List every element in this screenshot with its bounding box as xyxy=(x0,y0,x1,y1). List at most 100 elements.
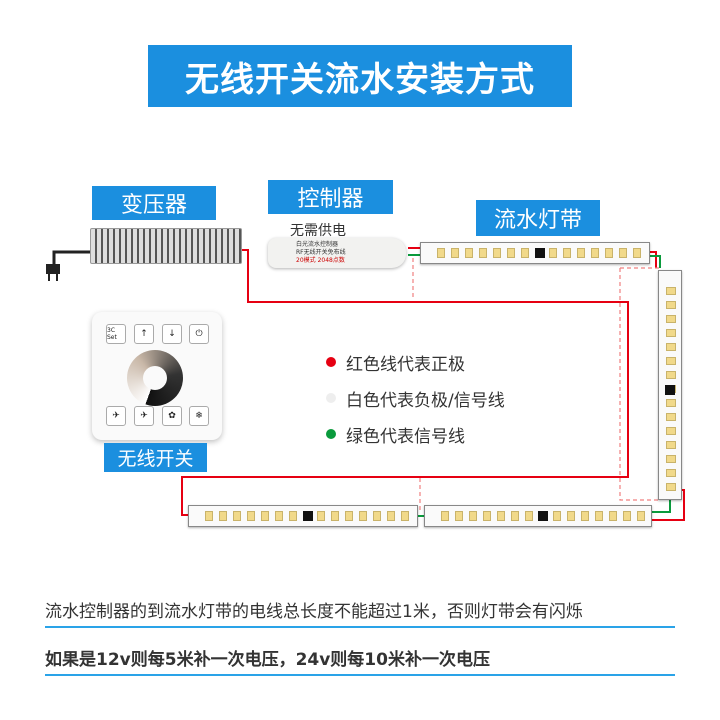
controller-note: 无需供电 xyxy=(290,223,346,239)
switch-label: 无线开关 xyxy=(104,443,207,472)
led-chip xyxy=(469,511,477,521)
led-chip xyxy=(666,427,676,435)
dimmer-wheel[interactable] xyxy=(127,350,183,406)
led-chip xyxy=(507,248,515,258)
green-wire-strip xyxy=(648,255,661,268)
note-1: 流水控制器的到流水灯带的电线总长度不能超过1米，否则灯带会有闪烁 xyxy=(45,602,583,622)
led-chip xyxy=(261,511,269,521)
controller-text: 20模式 xyxy=(296,257,316,264)
led-chip xyxy=(233,511,241,521)
led-chip xyxy=(633,248,641,258)
speed-up-icon[interactable]: ✈ xyxy=(106,406,126,426)
led-strip-bottom-left xyxy=(188,505,418,527)
led-chip xyxy=(465,248,473,258)
led-strip-top xyxy=(420,242,650,264)
led-chip xyxy=(666,455,676,463)
led-chip xyxy=(623,511,631,521)
red-wire-bottom xyxy=(650,489,685,521)
led-chip xyxy=(483,511,491,521)
led-chip xyxy=(666,287,676,295)
led-chip xyxy=(247,511,255,521)
led-chip xyxy=(525,511,533,521)
led-chip xyxy=(595,511,603,521)
led-strip-right xyxy=(658,270,682,500)
controller-label: 控制器 xyxy=(268,180,393,214)
led-chip xyxy=(666,469,676,477)
dashed-wire xyxy=(619,268,658,501)
controller-text: RF无线开关免布线 xyxy=(296,249,346,256)
divider xyxy=(45,674,675,676)
led-chip xyxy=(591,248,599,258)
note-2: 如果是12v则每5米补一次电压，24v则每10米补一次电压 xyxy=(45,650,490,670)
legend-item: 红色线代表正极 xyxy=(326,344,505,380)
legend-text: 红色线代表正极 xyxy=(346,354,465,375)
legend-text: 白色代表负极/信号线 xyxy=(346,390,505,411)
led-chip xyxy=(317,511,325,521)
snowflake-icon[interactable]: ❄ xyxy=(189,406,209,426)
divider xyxy=(45,626,675,628)
led-chip xyxy=(373,511,381,521)
led-chip xyxy=(563,248,571,258)
transformer-image xyxy=(90,228,242,264)
controller-device: 白光流水控制器 RF无线开关免布线 20模式 2048点数 xyxy=(268,238,406,268)
led-chip xyxy=(401,511,409,521)
ic-chip xyxy=(303,511,313,521)
led-chip xyxy=(666,301,676,309)
led-chip xyxy=(331,511,339,521)
led-chip xyxy=(493,248,501,258)
led-chip xyxy=(666,371,676,379)
controller-text: 白光流水控制器 xyxy=(296,241,339,248)
led-chip xyxy=(666,483,676,491)
led-chip xyxy=(609,511,617,521)
mode-icon[interactable]: ✿ xyxy=(162,406,182,426)
led-chip xyxy=(666,441,676,449)
led-strip-bottom-right xyxy=(424,505,652,527)
led-chip xyxy=(567,511,575,521)
legend-item: 白色代表负极/信号线 xyxy=(326,380,505,416)
led-chip xyxy=(666,413,676,421)
led-chip xyxy=(497,511,505,521)
led-chip xyxy=(451,248,459,258)
strip-label: 流水灯带 xyxy=(476,200,600,236)
led-chip xyxy=(289,511,297,521)
set-button[interactable]: 3C Set xyxy=(106,324,126,344)
led-chip xyxy=(511,511,519,521)
led-chip xyxy=(437,248,445,258)
ic-chip xyxy=(535,248,545,258)
led-chip xyxy=(581,511,589,521)
led-chip xyxy=(637,511,645,521)
down-arrow-icon[interactable]: ↓ xyxy=(162,324,182,344)
led-chip xyxy=(479,248,487,258)
led-chip xyxy=(666,357,676,365)
led-chip xyxy=(455,511,463,521)
led-chip xyxy=(521,248,529,258)
led-chip xyxy=(666,329,676,337)
led-chip xyxy=(666,399,676,407)
led-chip xyxy=(359,511,367,521)
title-banner: 无线开关流水安装方式 xyxy=(148,45,572,107)
red-wire xyxy=(181,249,629,516)
legend-item: 绿色代表信号线 xyxy=(326,416,505,452)
legend-text: 绿色代表信号线 xyxy=(346,426,465,447)
led-chip xyxy=(219,511,227,521)
green-dot-icon xyxy=(326,429,336,439)
red-wire-strip xyxy=(648,251,657,268)
red-dot-icon xyxy=(326,357,336,367)
led-chip xyxy=(619,248,627,258)
led-chip xyxy=(553,511,561,521)
led-chip xyxy=(577,248,585,258)
ic-chip xyxy=(538,511,548,521)
power-icon[interactable]: ⏻ xyxy=(189,324,209,344)
wireless-switch-panel: 3C Set ↑ ↓ ⏻ ✈ ✈ ✿ ❄ xyxy=(92,312,222,440)
led-chip xyxy=(275,511,283,521)
green-wire-bottom xyxy=(650,498,671,513)
ic-chip xyxy=(665,385,675,395)
led-chip xyxy=(605,248,613,258)
led-chip xyxy=(345,511,353,521)
controller-text: 2048点数 xyxy=(317,257,345,264)
speed-down-icon[interactable]: ✈ xyxy=(134,406,154,426)
led-chip xyxy=(441,511,449,521)
led-chip xyxy=(387,511,395,521)
power-plug-icon xyxy=(40,240,90,282)
up-arrow-icon[interactable]: ↑ xyxy=(134,324,154,344)
